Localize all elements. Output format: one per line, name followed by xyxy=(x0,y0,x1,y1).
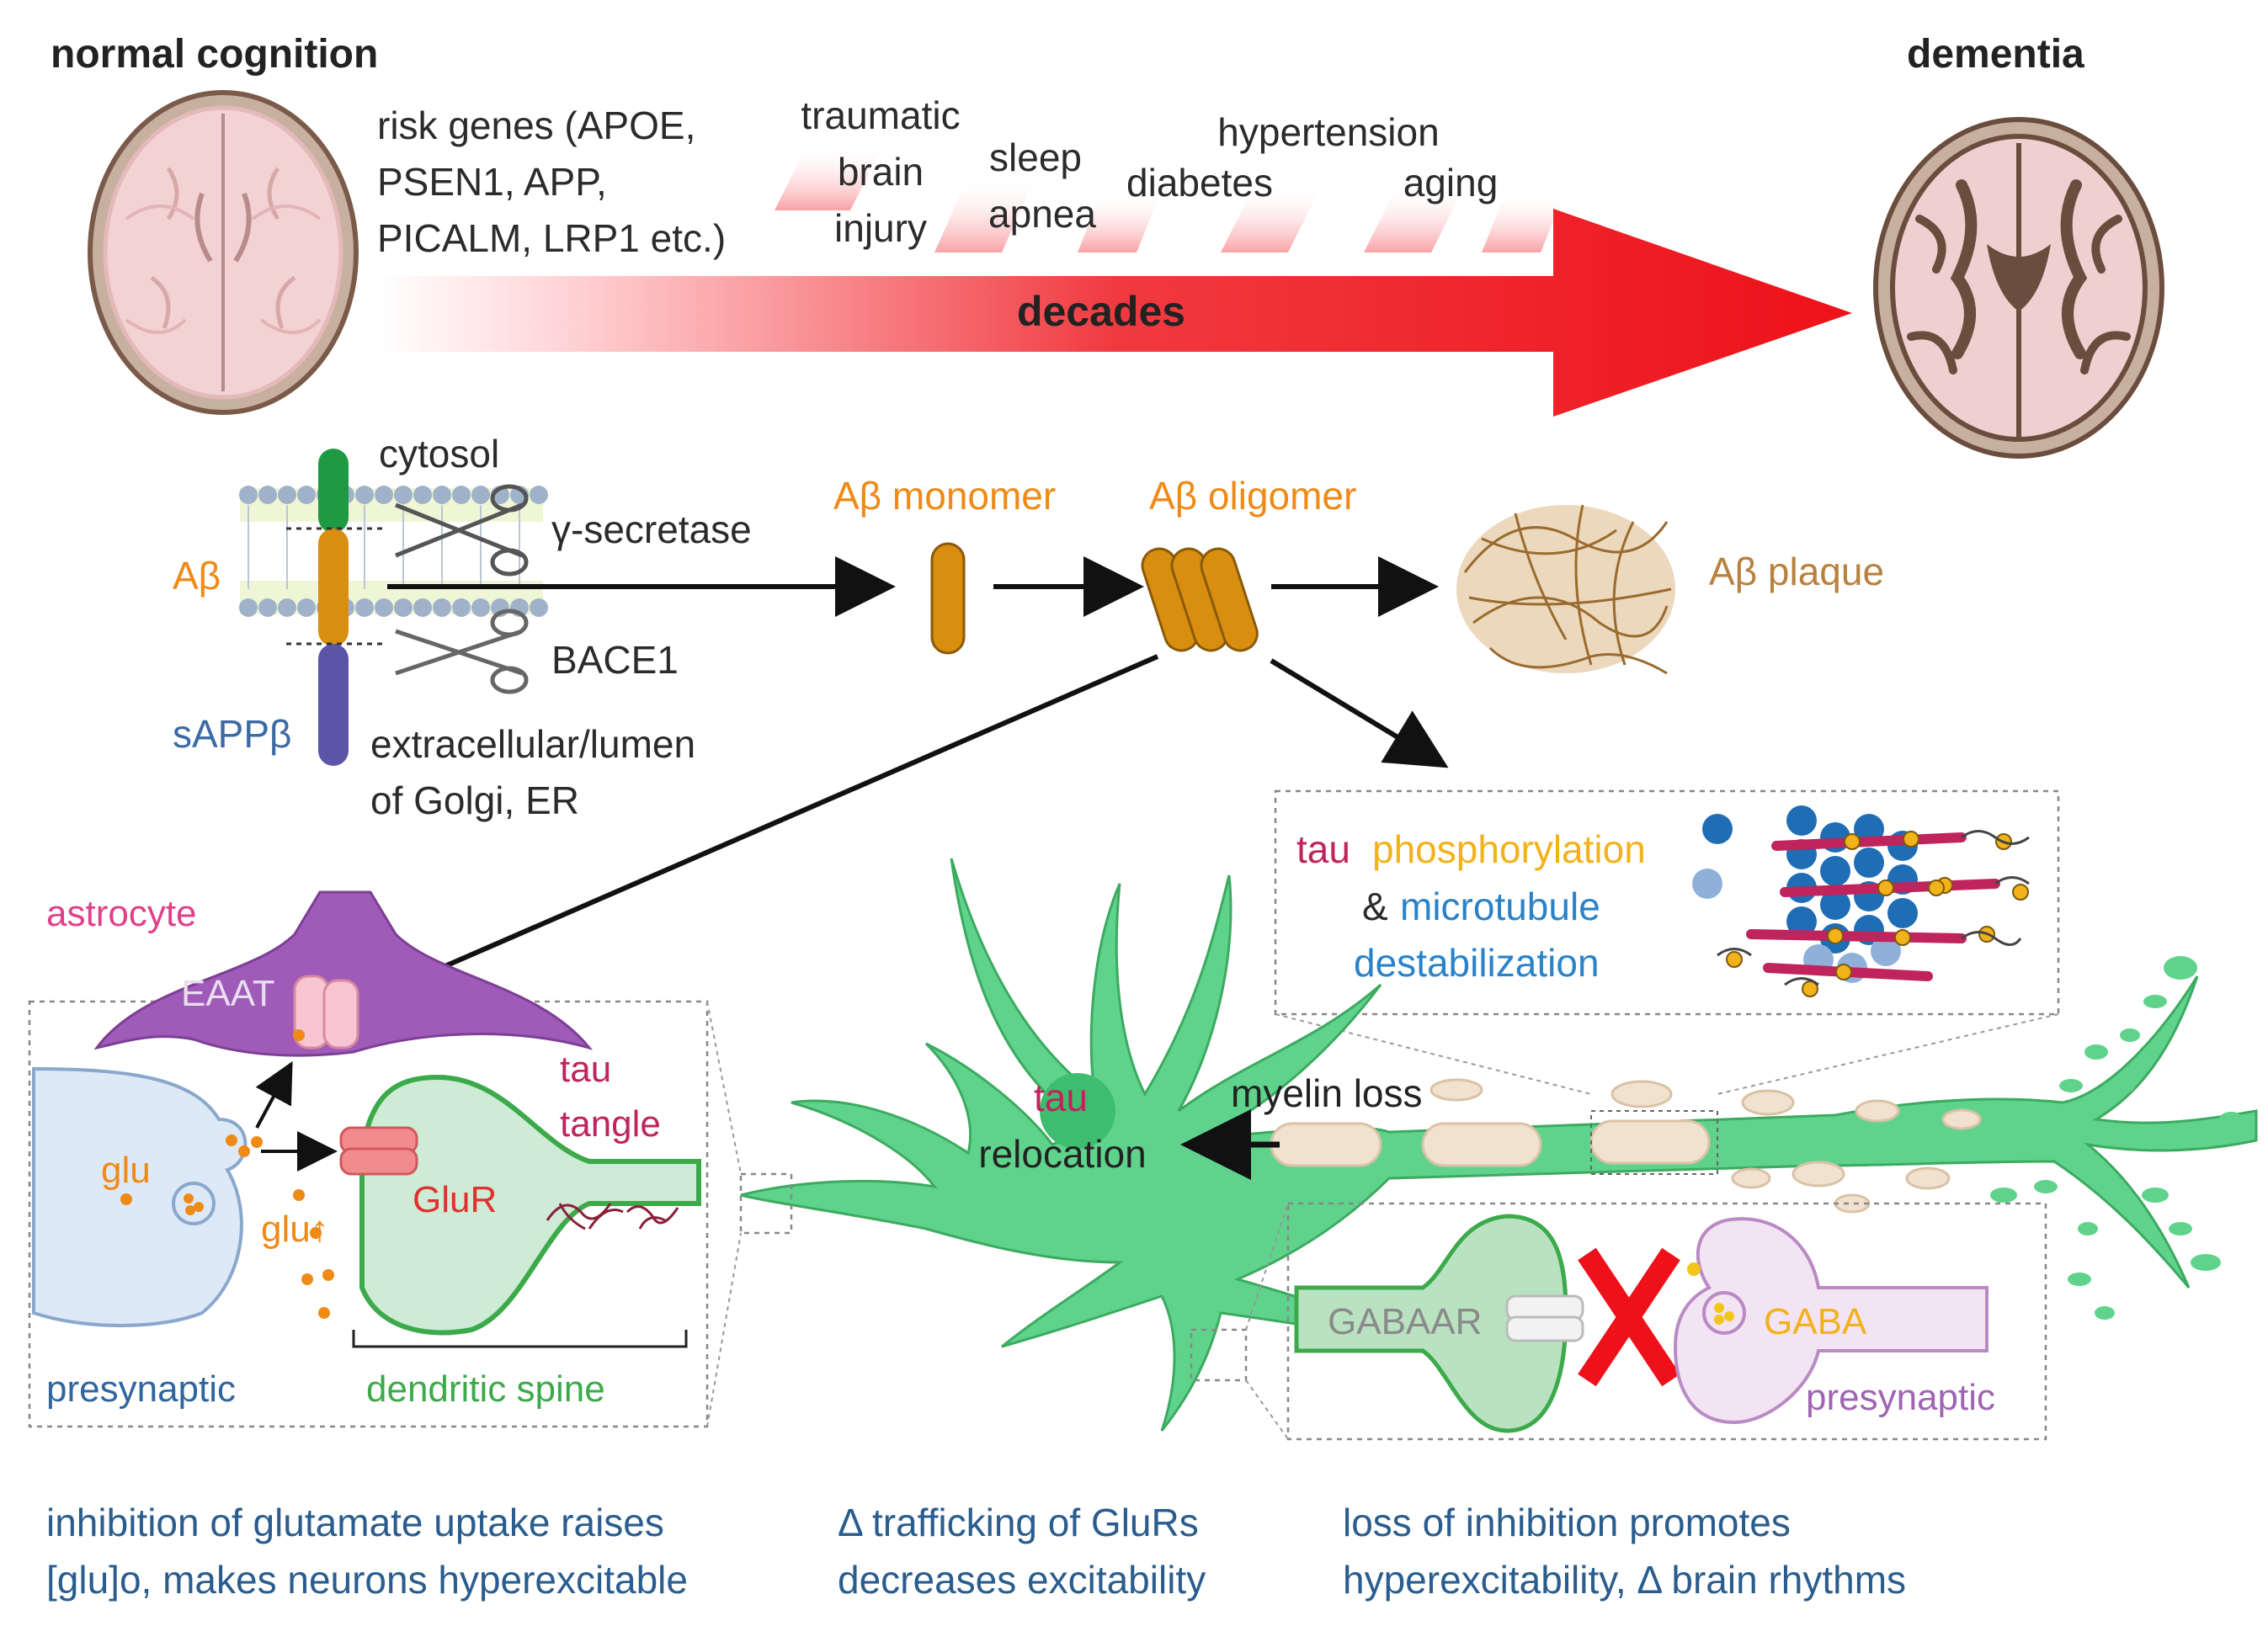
left-synapse-inset-box xyxy=(28,1000,709,1428)
apnea-label: apnea xyxy=(988,192,1096,236)
dendritic-spine-label: dendritic spine xyxy=(366,1368,605,1410)
decades-label: decades xyxy=(1017,288,1185,335)
normal-brain-image xyxy=(88,90,359,415)
right-synapse-source-box xyxy=(1190,1328,1248,1382)
caption-left-line-2: [glu]o, makes neurons hyperexcitable xyxy=(46,1558,688,1602)
right-connector-bottom xyxy=(1245,1379,1289,1440)
caption-middle-line-2: decreases excitability xyxy=(838,1558,1206,1602)
risk-genes-line-2: PSEN1, APP, xyxy=(377,160,607,204)
brain-label: brain xyxy=(838,150,924,194)
normal-cognition-label: normal cognition xyxy=(51,32,378,77)
abeta-plaque-shape xyxy=(1456,504,1675,675)
gaba-label: GABA xyxy=(1764,1301,1867,1342)
decades-arrow xyxy=(379,209,1852,417)
diabetes-label: diabetes xyxy=(1126,161,1273,205)
left-synapse-source-box xyxy=(739,1172,793,1235)
eaat-label: EAAT xyxy=(181,973,275,1014)
tau-tangle-line-2: tangle xyxy=(560,1103,661,1145)
caption-left-line-1: inhibition of glutamate uptake raises xyxy=(46,1501,664,1544)
injury-label: injury xyxy=(834,206,927,250)
right-synapse-inset-box xyxy=(1286,1202,2047,1441)
abeta-monomer-label: Aβ monomer xyxy=(833,474,1056,518)
oligomer-to-tau-arrow xyxy=(1270,658,1449,768)
hypertension-label: hypertension xyxy=(1217,110,1439,154)
extracellular-line-2: of Golgi, ER xyxy=(370,778,579,822)
risk-genes-line-1: risk genes (APOE, xyxy=(377,104,695,147)
glu-to-eaat-arrow xyxy=(255,1060,293,1129)
right-connector-top xyxy=(1245,1203,1289,1331)
extracellular-line-1: extracellular/lumen xyxy=(370,722,695,766)
glu-label: glu xyxy=(101,1150,151,1191)
gamma-secretase-scissors-icon xyxy=(395,484,529,577)
abeta-oligomer-label: Aβ oligomer xyxy=(1149,474,1356,518)
glutamate-dots xyxy=(120,1029,334,1319)
tau-relocation-line-1: tau xyxy=(1034,1076,1088,1119)
tau-tangle-line-1: tau xyxy=(560,1049,611,1090)
risk-factor-streaks xyxy=(775,143,1566,252)
gamma-secretase-label: γ-secretase xyxy=(551,507,752,551)
sleep-label: sleep xyxy=(989,136,1082,179)
sappb-label: sAPPβ xyxy=(173,712,292,756)
axon-fragments xyxy=(1990,956,2243,1320)
microtubule-label: microtubule xyxy=(1400,885,1600,928)
tau-tangle-icon xyxy=(546,1203,679,1230)
presynaptic-right-label: presynaptic xyxy=(1806,1377,1995,1418)
bace1-label: BACE1 xyxy=(551,638,679,682)
glur-receptor-icon xyxy=(339,1126,418,1176)
nucleus xyxy=(1040,1073,1115,1149)
axon-zoom-box xyxy=(1590,1110,1718,1175)
dementia-label: dementia xyxy=(1907,32,2084,77)
tau-label: tau xyxy=(1296,827,1350,871)
ampersand-label: & xyxy=(1362,885,1388,928)
myelin-loss-label: myelin loss xyxy=(1231,1071,1423,1115)
presynaptic-terminal-left xyxy=(32,1066,248,1327)
tau-inset-connector-right xyxy=(1717,1013,2059,1095)
eaat-transporter-icon xyxy=(293,975,359,1049)
left-connector-bottom xyxy=(706,1232,742,1427)
glur-label: GluR xyxy=(413,1179,497,1220)
gabaar-receptor-icon xyxy=(1505,1294,1584,1342)
dendritic-spine-bracket xyxy=(352,1330,688,1348)
dendritic-spine-left xyxy=(359,1074,701,1336)
cytosol-label: cytosol xyxy=(379,432,499,476)
abeta-plaque-label: Aβ plaque xyxy=(1709,550,1884,593)
phosphorylation-label: phosphorylation xyxy=(1372,827,1646,871)
tau-inset-box xyxy=(1274,789,2060,1016)
gabaar-label: GABAAR xyxy=(1328,1301,1482,1342)
risk-genes-line-3: PICALM, LRP1 etc.) xyxy=(377,216,726,260)
app-protein xyxy=(286,449,387,766)
aging-label: aging xyxy=(1403,161,1499,205)
glu-up-label: glu↑ xyxy=(261,1209,329,1250)
oligomer-inhibits-eaat-line xyxy=(381,654,1159,996)
caption-right-line-1: loss of inhibition promotes xyxy=(1343,1501,1791,1544)
abeta-monomer-shape xyxy=(930,542,966,655)
dementia-brain-image xyxy=(1873,117,2164,459)
astrocyte-shape xyxy=(93,890,594,1057)
destabilization-label: destabilization xyxy=(1354,941,1600,985)
tau-relocation-line-2: relocation xyxy=(978,1132,1146,1176)
abeta-label: Aβ xyxy=(173,554,221,598)
caption-right-line-2: hyperexcitability, Δ brain rhythms xyxy=(1343,1558,1906,1602)
traumatic-label: traumatic xyxy=(801,93,960,137)
astrocyte-label: astrocyte xyxy=(46,893,197,934)
block-x-icon xyxy=(1578,1247,1680,1387)
left-connector-top xyxy=(706,1001,742,1175)
presynaptic-left-label: presynaptic xyxy=(46,1368,236,1410)
presynaptic-terminal-right xyxy=(1673,1217,1988,1425)
bace1-scissors-icon xyxy=(395,608,529,694)
myelin-sheaths xyxy=(1270,1078,1982,1214)
caption-middle-line-1: Δ trafficking of GluRs xyxy=(838,1501,1199,1544)
abeta-oligomer-shape xyxy=(1141,547,1259,652)
microtubule-illustration xyxy=(1692,805,2030,997)
